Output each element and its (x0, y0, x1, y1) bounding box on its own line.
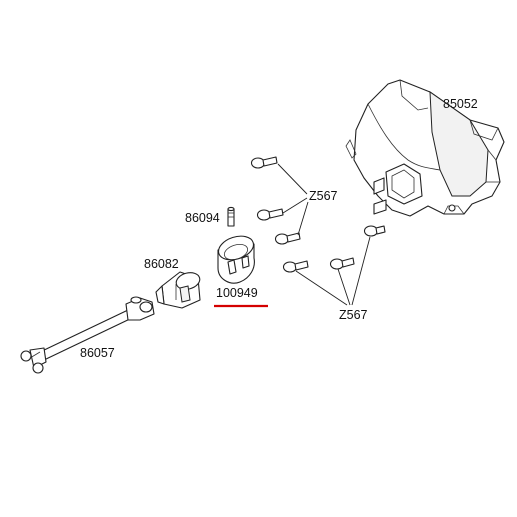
drive-shaft (20, 296, 155, 374)
pin (227, 206, 235, 227)
outdrive-cup (155, 271, 201, 309)
label-z567-lower: Z567 (339, 308, 368, 322)
screw-3 (274, 232, 301, 245)
label-86082: 86082 (144, 257, 179, 271)
screw-2 (256, 208, 284, 221)
screw-6 (329, 257, 355, 270)
label-z567-upper: Z567 (309, 189, 338, 203)
coupling-ring (217, 235, 255, 284)
screw-5 (282, 260, 309, 273)
gearbox-housing (345, 79, 505, 217)
label-86094: 86094 (185, 211, 220, 225)
leader-lines (277, 163, 371, 306)
label-85052: 85052 (443, 97, 478, 111)
label-86057: 86057 (80, 346, 115, 360)
label-100949: 100949 (216, 286, 258, 300)
screw-1 (250, 156, 278, 169)
screw-4 (363, 225, 386, 237)
